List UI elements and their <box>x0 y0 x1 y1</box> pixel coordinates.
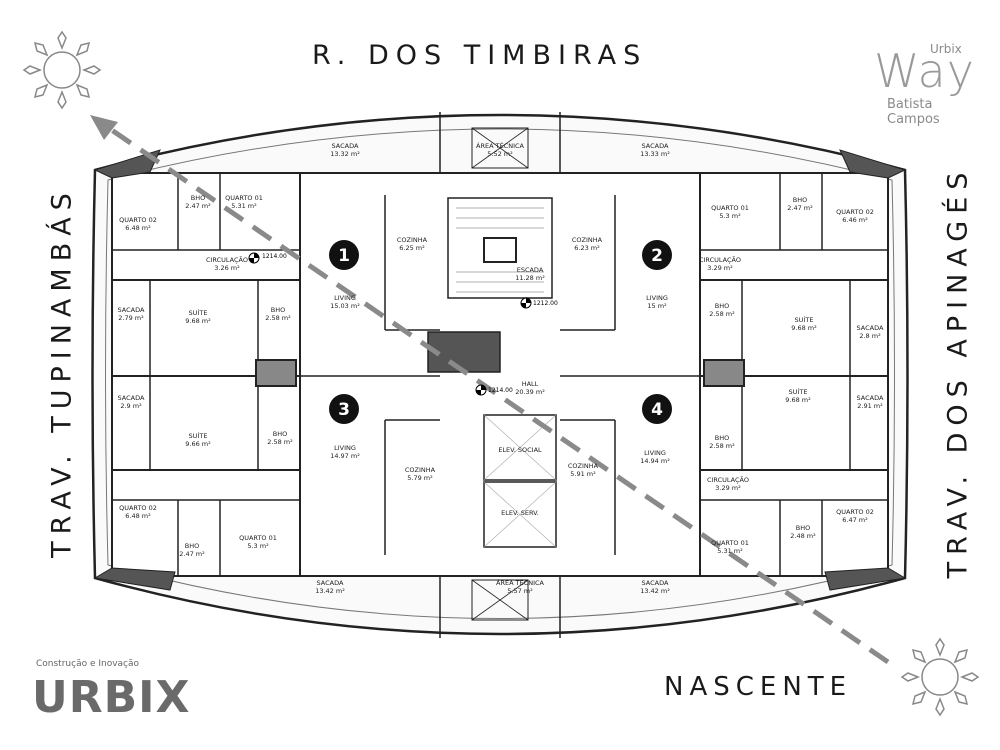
level-marker: 1214.00 <box>248 252 287 264</box>
brand-urbix-small: Urbix <box>930 42 962 56</box>
building-outline <box>91 112 909 638</box>
street-label-right: TRAV. DOS APINAGÉS <box>942 165 974 579</box>
apartment-badge: 3 <box>329 394 359 424</box>
svg-text:3: 3 <box>338 400 350 420</box>
level-marker: 1214.00 <box>475 384 513 396</box>
sun-path-arrow-icon <box>90 115 890 665</box>
room-label: ELEV. SERV. <box>501 509 539 517</box>
street-label-bottom: NASCENTE <box>664 672 853 702</box>
street-label-left: TRAV. TUPINAMBÁS <box>46 186 78 558</box>
urbix-logo: URBIX <box>32 672 191 723</box>
apartment-badge: 2 <box>642 240 672 270</box>
svg-text:1214.00: 1214.00 <box>488 387 513 394</box>
brand-campos: Campos <box>887 112 940 127</box>
svg-text:1212.00: 1212.00 <box>533 300 558 307</box>
brand-way-logo: Way <box>874 44 975 98</box>
apartment-badge: 1 <box>329 240 359 270</box>
svg-text:2: 2 <box>651 246 663 266</box>
level-marker: 1212.00 <box>520 297 558 309</box>
brand-batista: Batista <box>887 97 933 112</box>
sun-icon <box>900 637 980 717</box>
street-label-top: R. DOS TIMBIRAS <box>312 40 648 71</box>
svg-text:1214.00: 1214.00 <box>262 253 287 260</box>
urbix-tagline: Construção e Inovação <box>36 659 140 669</box>
apartment-badge: 4 <box>642 394 672 424</box>
svg-text:1: 1 <box>338 246 350 266</box>
room-label: ELEV. SOCIAL <box>498 446 542 454</box>
sun-icon <box>22 30 102 110</box>
svg-text:4: 4 <box>651 400 663 420</box>
